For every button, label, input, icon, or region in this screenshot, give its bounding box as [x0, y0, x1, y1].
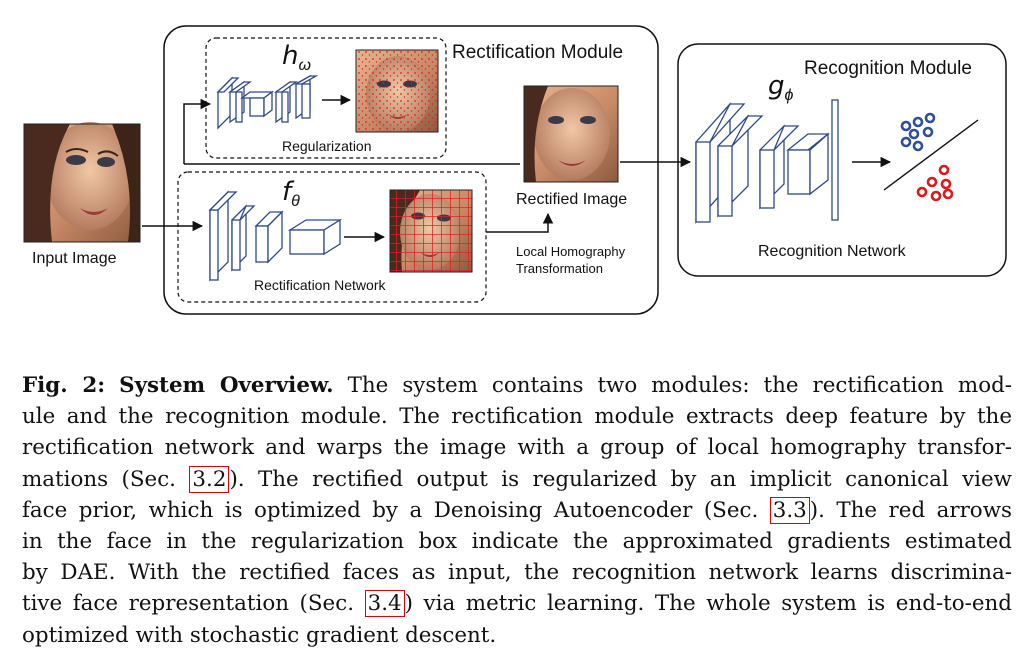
caption-line-5: face prior, which is optimized by a Deno…	[22, 496, 1012, 524]
local-homography-label-line2: Transformation	[516, 261, 603, 276]
recognition-network-icon	[695, 99, 839, 224]
regularization-face-image	[355, 49, 439, 133]
rectification-network-icon	[208, 190, 343, 282]
regularization-label: Regularization	[282, 138, 372, 154]
caption-line-8: tive face representation (Sec. 3.4) via …	[22, 590, 1012, 618]
decision-boundary-line	[883, 119, 979, 191]
section-ref-3-3[interactable]: 3.3	[769, 496, 810, 524]
rectified-image-label: Rectified Image	[516, 191, 627, 208]
rectification-network-box	[177, 171, 487, 303]
caption-line-3: rectification network and warps the imag…	[22, 435, 1012, 461]
recognition-network-label: Recognition Network	[758, 243, 907, 260]
caption-line-4: mations (Sec. 3.2). The rectified output…	[22, 465, 1012, 493]
caption-line-7: by DAE. With the rectified faces as inpu…	[22, 560, 1012, 586]
h-omega-symbol: hω	[282, 41, 311, 74]
section-ref-3-4[interactable]: 3.4	[364, 590, 405, 618]
local-homography-label-line1: Local Homography	[516, 244, 626, 259]
flow-arrows	[142, 94, 892, 243]
caption-line-6: in the face in the regularization box in…	[22, 529, 1012, 555]
caption-line-2: ule and the recognition module. The rect…	[22, 404, 1012, 430]
recognition-module-box	[677, 43, 1007, 277]
g-phi-symbol: gϕ	[768, 71, 794, 104]
rectification-module-title: Rectification Module	[452, 42, 623, 63]
caption-line-1: Fig. 2: System Overview. The system cont…	[22, 373, 1012, 398]
recognition-module-title: Recognition Module	[804, 58, 972, 79]
f-theta-symbol: fθ	[282, 177, 300, 210]
input-image	[23, 122, 141, 243]
figure-caption: Fig. 2: System Overview. The system cont…	[22, 370, 1012, 651]
red-cluster	[916, 164, 954, 202]
blue-cluster	[900, 112, 936, 152]
rectification-module-box	[163, 25, 659, 315]
system-overview-figure: Rectification Module Recognition Module …	[23, 25, 1007, 315]
rectification-grid-face-image	[389, 189, 473, 273]
caption-heading: System Overview.	[119, 373, 334, 398]
caption-label: Fig. 2:	[22, 373, 106, 398]
regularization-network-icon	[216, 74, 319, 130]
rectified-image	[523, 85, 619, 183]
section-ref-3-2[interactable]: 3.2	[189, 465, 230, 493]
rectification-network-label: Rectification Network	[254, 277, 386, 293]
input-image-label: Input Image	[32, 250, 117, 267]
caption-line-9: optimized with stochastic gradient desce…	[22, 622, 497, 648]
